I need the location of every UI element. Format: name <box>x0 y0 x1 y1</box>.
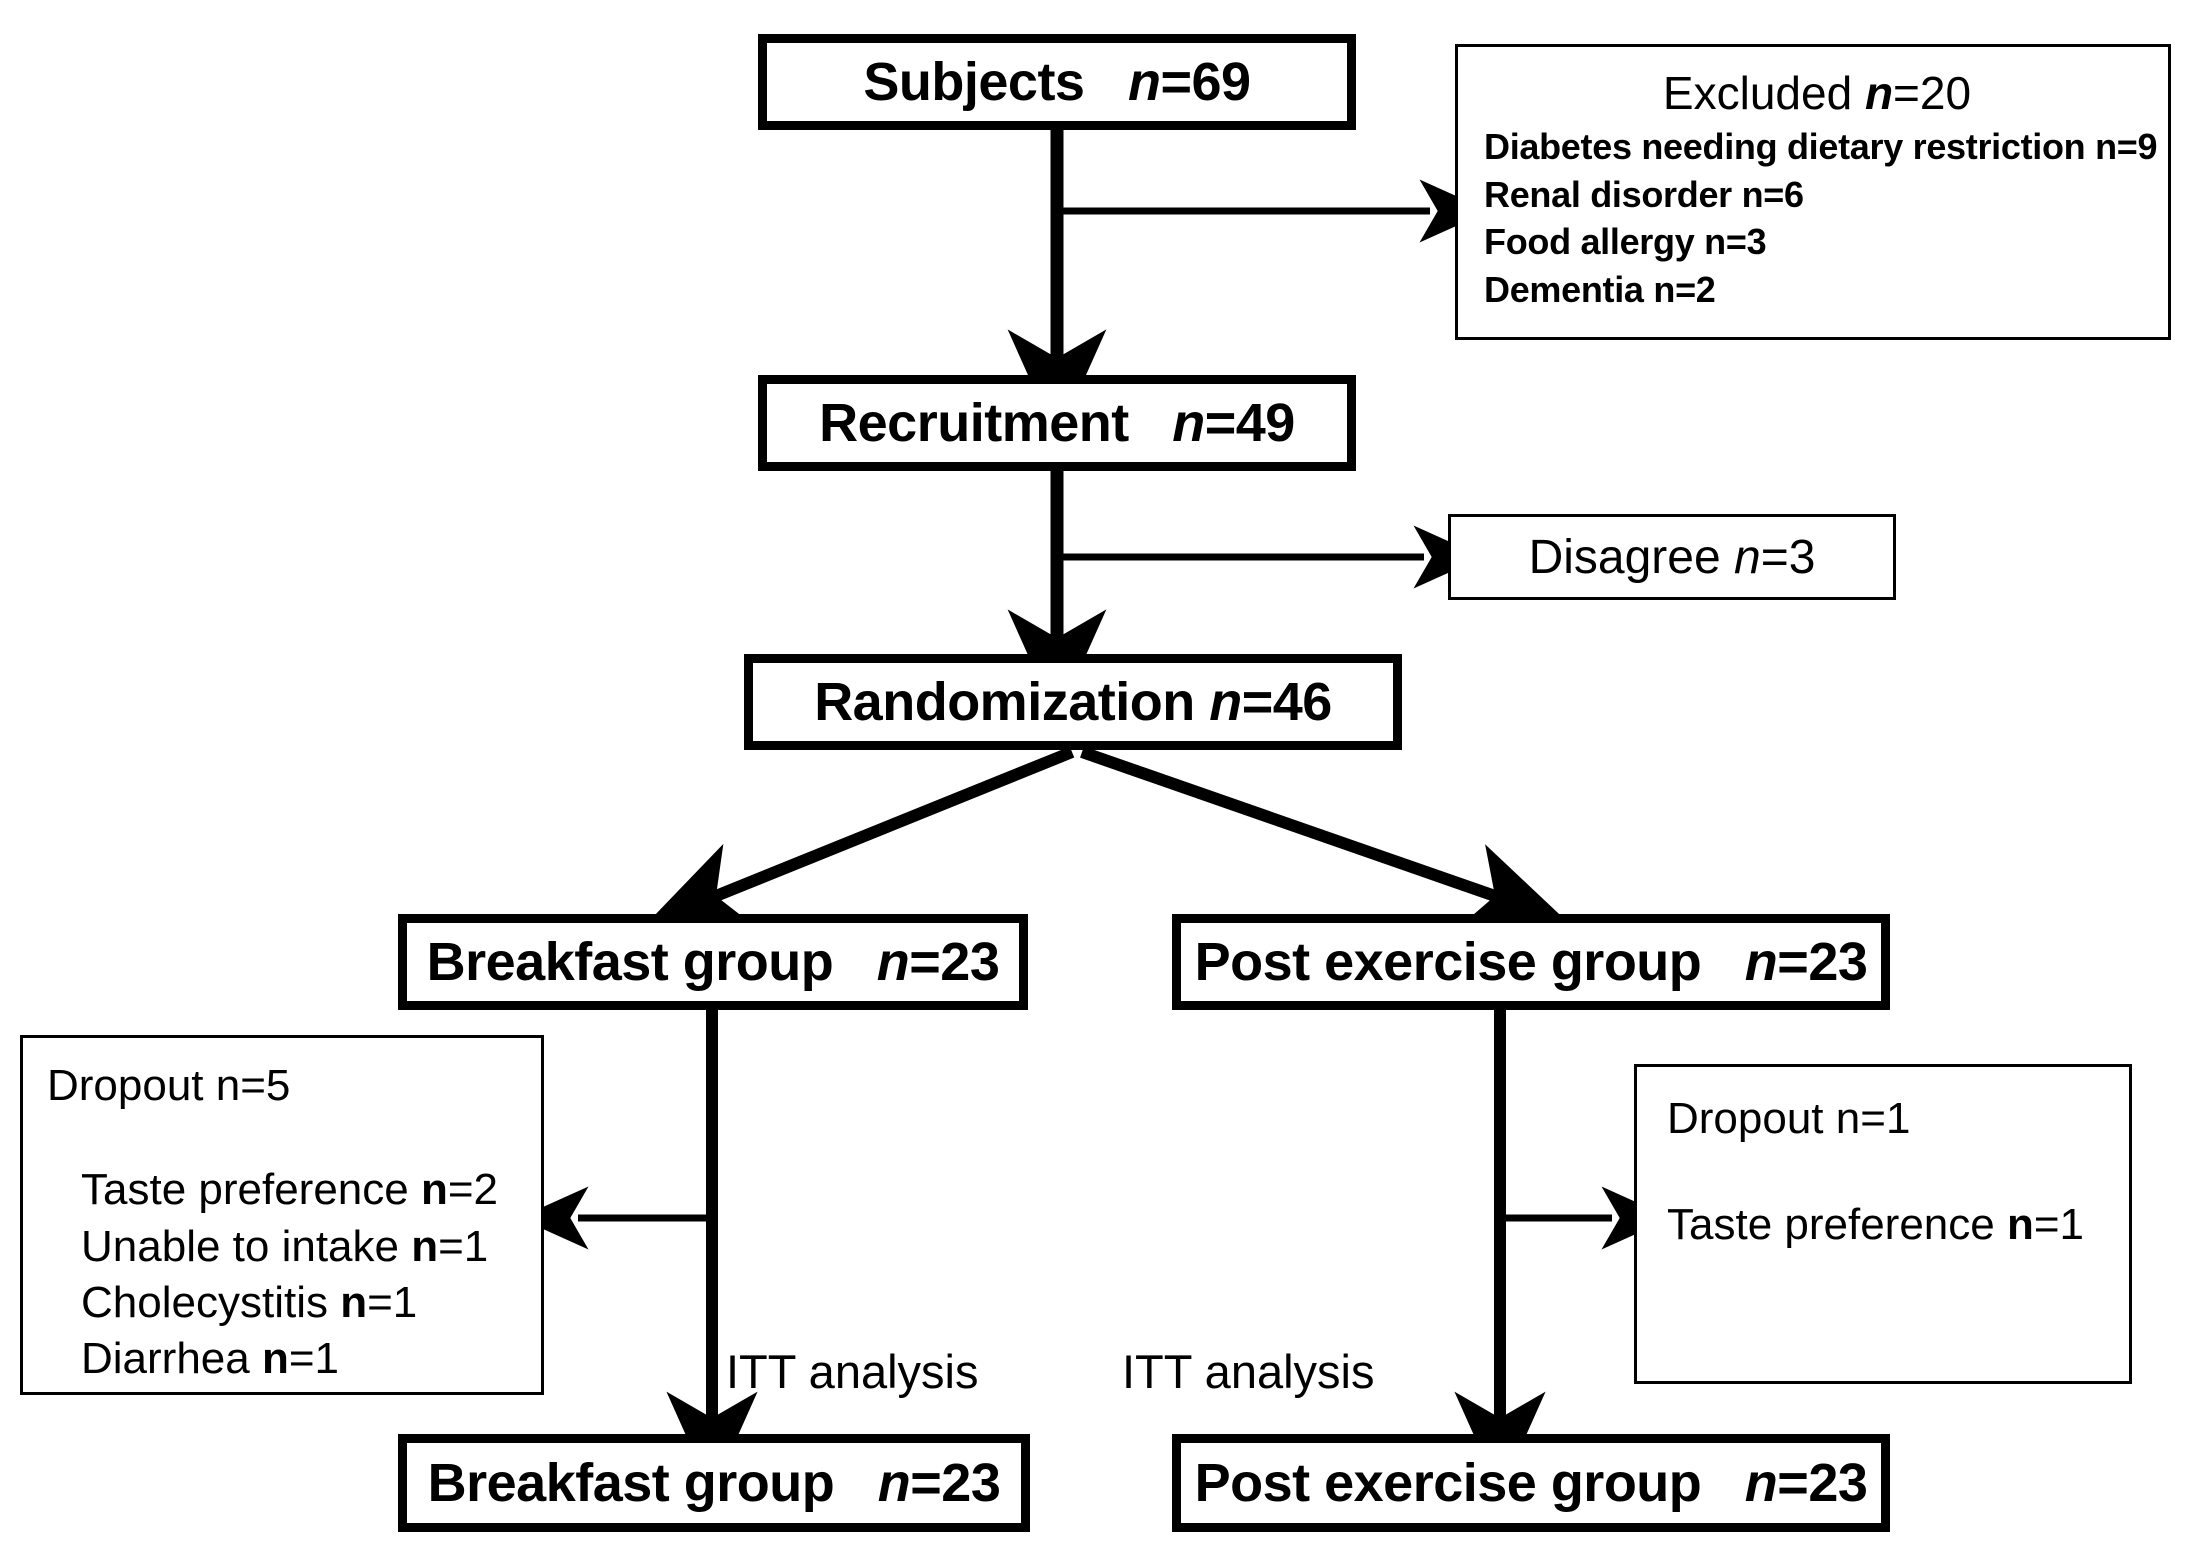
node-disagree: Disagree n=3 <box>1448 514 1896 600</box>
node-dropout-breakfast: Dropout n=5 Taste preference n=2 Unable … <box>20 1035 544 1395</box>
dropout-left-item: Cholecystitis n=1 <box>81 1278 418 1328</box>
node-breakfast-group: Breakfast group n=23 <box>398 914 1028 1010</box>
excluded-item: Renal disorder n=6 <box>1484 173 1804 215</box>
itt-analysis-label-left: ITT analysis <box>726 1345 979 1398</box>
excluded-item: Diabetes needing dietary restriction n=9 <box>1484 126 2158 168</box>
disagree-label: Disagree n=3 <box>1528 530 1816 584</box>
node-dropout-post-exercise: Dropout n=1 Taste preference n=1 <box>1634 1064 2132 1384</box>
node-recruitment: Recruitment n=49 <box>758 375 1356 471</box>
node-post-exercise-group-itt: Post exercise group n=23 <box>1172 1434 1890 1532</box>
excluded-heading: Excluded n=20 <box>1662 67 1972 119</box>
itt-analysis-label-right: ITT analysis <box>1122 1345 1375 1398</box>
node-post-exercise-group-label: Post exercise group n=23 <box>1194 932 1868 992</box>
node-excluded: Excluded n=20 Diabetes needing dietary r… <box>1455 44 2171 340</box>
node-breakfast-group-itt: Breakfast group n=23 <box>398 1434 1030 1532</box>
dropout-right-heading: Dropout n=1 <box>1667 1094 1911 1143</box>
node-subjects-label: Subjects n=69 <box>863 52 1251 112</box>
node-randomization-label: Randomization n=46 <box>814 672 1332 732</box>
excluded-item: Dementia n=2 <box>1484 268 1716 310</box>
dropout-right-list: Taste preference n=1 <box>1667 1197 2084 1253</box>
dropout-right-item: Taste preference n=1 <box>1667 1200 2085 1250</box>
node-subjects: Subjects n=69 <box>758 34 1356 130</box>
node-recruitment-label: Recruitment n=49 <box>819 393 1295 453</box>
dropout-left-heading: Dropout n=5 <box>47 1061 291 1110</box>
dropout-left-item: Diarrhea n=1 <box>81 1334 340 1384</box>
node-post-exercise-group: Post exercise group n=23 <box>1172 914 1890 1010</box>
node-breakfast-group-label: Breakfast group n=23 <box>426 932 1000 992</box>
dropout-left-list: Taste preference n=2 Unable to intake n=… <box>47 1162 498 1387</box>
dropout-left-item: Unable to intake n=1 <box>81 1221 489 1271</box>
connector-randomization-to-breakfast <box>645 746 1075 929</box>
excluded-item: Food allergy n=3 <box>1484 221 1767 263</box>
node-post-exercise-group-itt-label: Post exercise group n=23 <box>1194 1453 1868 1513</box>
node-randomization: Randomization n=46 <box>744 654 1402 750</box>
connector-randomization-to-post-exercise <box>1080 746 1567 931</box>
dropout-left-item: Taste preference n=2 <box>81 1165 499 1215</box>
node-breakfast-group-itt-label: Breakfast group n=23 <box>427 1453 1001 1513</box>
